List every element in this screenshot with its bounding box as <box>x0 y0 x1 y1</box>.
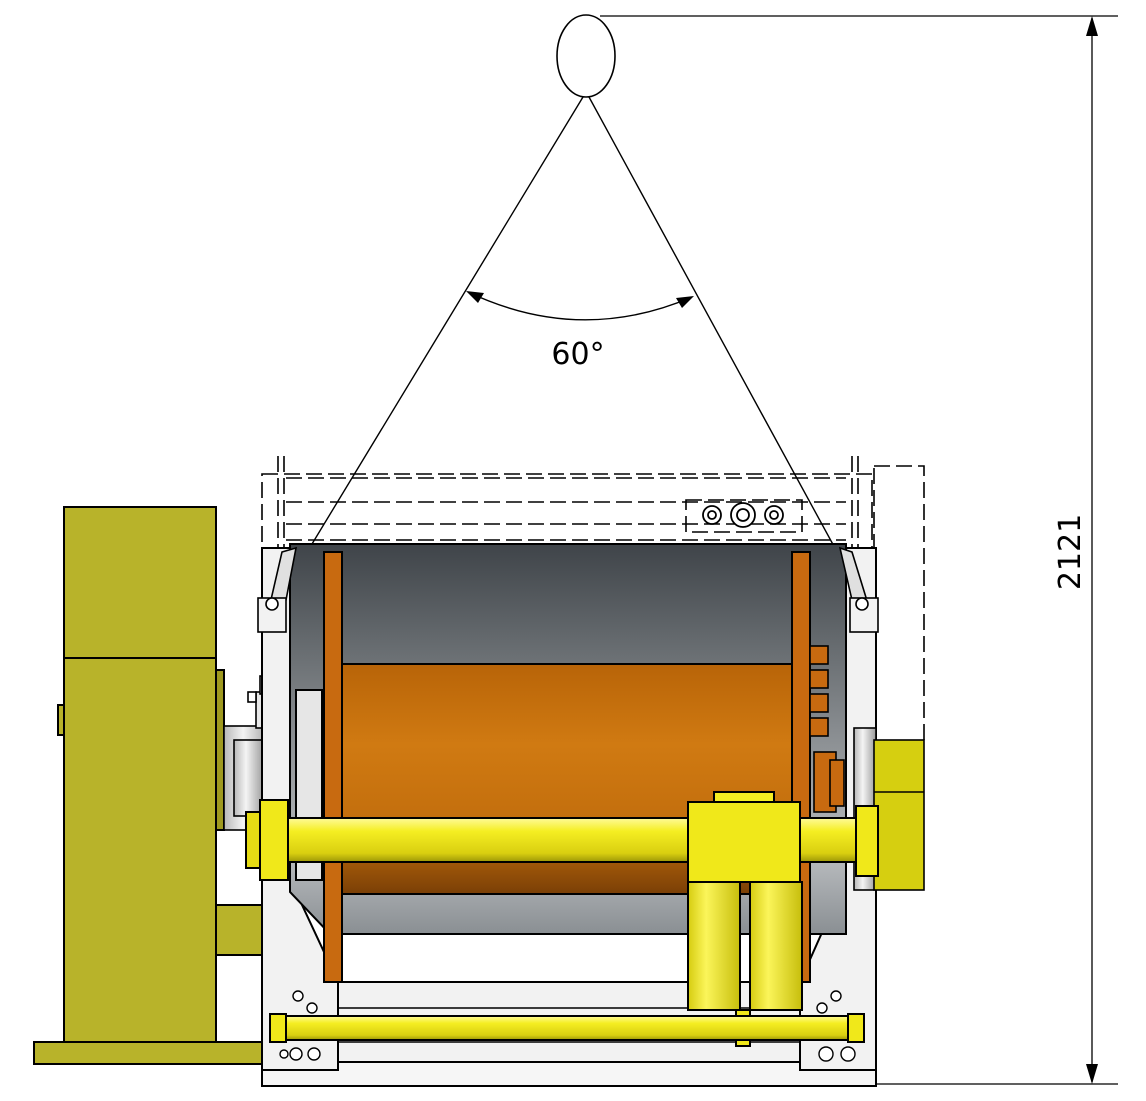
lifting-lugs <box>257 546 879 633</box>
height-dimension: 2121 <box>600 15 1118 1085</box>
lifting-ring <box>556 14 616 98</box>
right-gear-train <box>809 645 845 813</box>
frame-bolts <box>279 990 856 1062</box>
angle-arc <box>467 291 693 321</box>
lifting-sling: 60° <box>274 14 867 606</box>
height-label: 2121 <box>1053 514 1088 590</box>
main-shaft <box>245 799 879 881</box>
motor-housing <box>33 506 271 1065</box>
bottom-bar <box>269 1013 865 1043</box>
shaft-gearbox <box>687 791 803 1047</box>
angle-label: 60° <box>551 337 604 372</box>
hood-fittings <box>702 502 784 528</box>
